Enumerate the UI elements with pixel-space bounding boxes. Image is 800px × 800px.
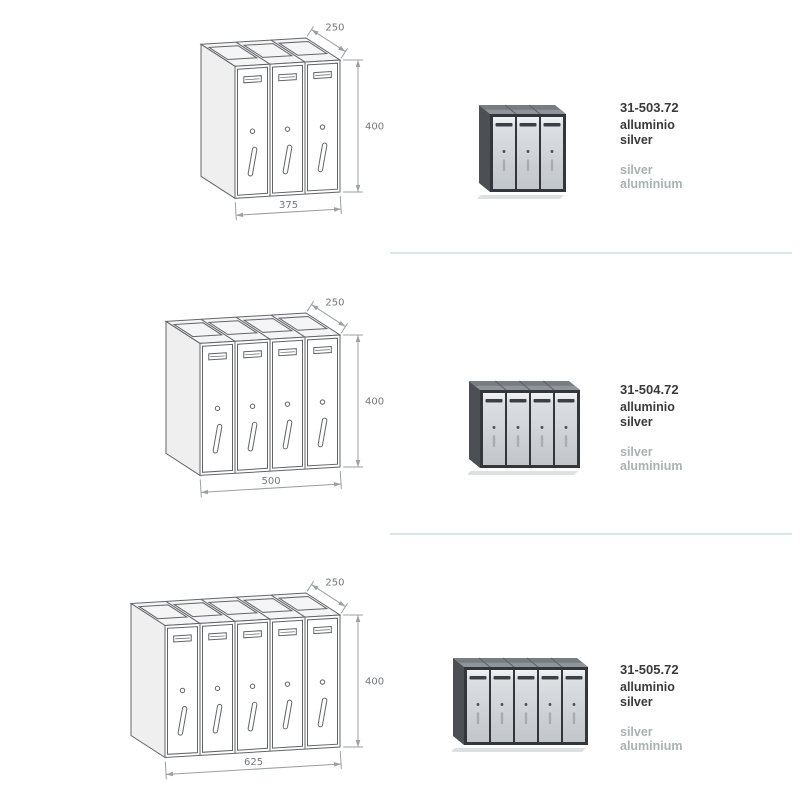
product-info: 31-504.72 alluminio silver silver alumin… [620, 382, 795, 474]
dimension-width-label: 375 [279, 200, 298, 211]
row-divider [390, 252, 792, 254]
product-code: 31-505.72 [620, 662, 679, 677]
product-photo [468, 380, 580, 475]
dimension-width-label: 500 [261, 476, 280, 487]
product-code: 31-503.72 [620, 100, 679, 115]
dimension-width-label: 625 [244, 757, 263, 768]
finish-name-line: silver [620, 132, 653, 147]
finish-translation-line: silver [620, 724, 653, 739]
dimension-depth-label: 250 [325, 298, 344, 309]
finish-translation-line: silver [620, 444, 653, 459]
product-photo [452, 657, 588, 752]
dimension-height-label: 400 [365, 677, 384, 688]
product-photo [478, 104, 566, 199]
finish-name-line: silver [620, 694, 653, 709]
dimension-depth-label: 250 [325, 23, 344, 34]
finish-translation-line: aluminium [620, 459, 683, 474]
finish-translation-line: aluminium [620, 177, 683, 192]
row-divider [390, 533, 792, 535]
finish-translation-line: aluminium [620, 739, 683, 754]
dimension-height-label: 400 [365, 397, 384, 408]
technical-drawing: 250 400 625 [129, 578, 384, 780]
finish-name-line: alluminio [620, 118, 675, 132]
product-code: 31-504.72 [620, 382, 679, 397]
finish-name-line: alluminio [620, 680, 675, 694]
technical-drawing: 250 400 375 [199, 23, 384, 221]
finish-name-line: silver [620, 414, 653, 429]
dimension-height-label: 400 [365, 122, 384, 133]
technical-drawing: 250 400 500 [164, 298, 384, 498]
product-info: 31-505.72 alluminio silver silver alumin… [620, 662, 795, 754]
dimension-depth-label: 250 [325, 578, 344, 589]
finish-name-line: alluminio [620, 400, 675, 414]
finish-translation-line: silver [620, 162, 653, 177]
product-info: 31-503.72 alluminio silver silver alumin… [620, 100, 795, 192]
